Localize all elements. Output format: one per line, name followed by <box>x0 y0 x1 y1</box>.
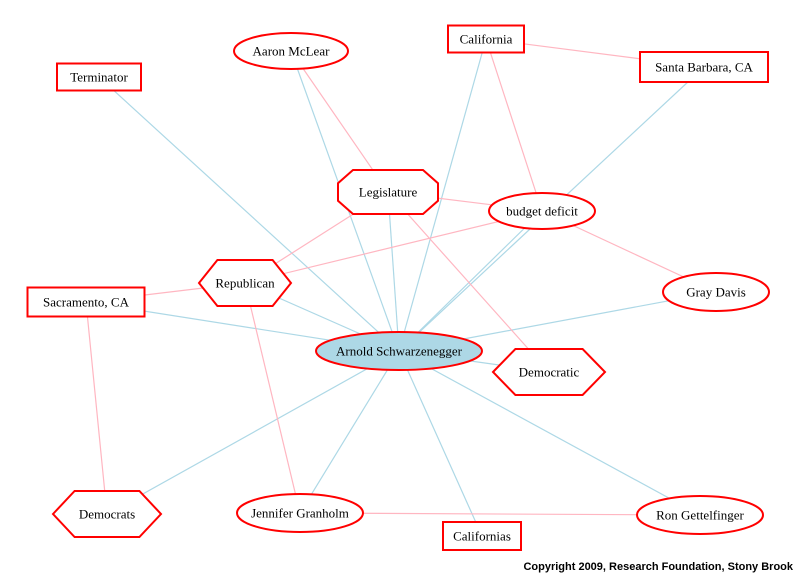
node-legislature[interactable]: Legislature <box>337 169 439 215</box>
box-shape <box>26 286 146 318</box>
ellipse-shape <box>488 192 596 230</box>
node-label: Gray Davis <box>686 285 746 300</box>
node-democratic[interactable]: Democratic <box>491 348 607 396</box>
node-aaron[interactable]: Aaron McLear <box>233 32 349 70</box>
edge-arnold-granholm <box>299 350 400 514</box>
node-label: Arnold Schwarzenegger <box>336 344 463 359</box>
box-shape <box>442 521 522 551</box>
node-label: Aaron McLear <box>253 44 331 59</box>
edge-arnold-legislature <box>387 191 400 352</box>
node-gettelfinger[interactable]: Ron Gettelfinger <box>636 495 764 535</box>
edge-arnold-democrats <box>106 350 400 515</box>
edge-budget-republican <box>244 210 543 284</box>
ellipse-shape <box>315 331 483 371</box>
node-democrats[interactable]: Democrats <box>51 490 163 538</box>
edge-arnold-budget <box>398 210 543 352</box>
box-shape <box>56 62 142 92</box>
hexagon-shape <box>51 490 163 538</box>
edge-arnold-gettelfinger <box>398 350 701 516</box>
edge-california-budget <box>485 38 543 212</box>
node-republican[interactable]: Republican <box>197 259 293 307</box>
node-california[interactable]: California <box>447 24 525 54</box>
hexagon-shape <box>197 259 293 307</box>
node-sacramento[interactable]: Sacramento, CA <box>26 286 146 318</box>
edge-arnold-terminator <box>98 76 400 352</box>
edge-granholm-gettelfinger <box>299 512 701 516</box>
node-label: Sacramento, CA <box>43 295 130 310</box>
hexagon-shape <box>491 348 607 396</box>
edge-legislature-democratic <box>387 191 550 373</box>
edge-sacramento-democrats <box>85 301 108 515</box>
node-terminator[interactable]: Terminator <box>56 62 142 92</box>
node-label: California <box>460 32 513 47</box>
edge-republican-granholm <box>244 282 301 514</box>
edge-arnold-californias <box>398 350 483 537</box>
node-label: Californias <box>453 529 511 544</box>
node-label: Republican <box>215 276 275 291</box>
node-label: Jennifer Granholm <box>251 506 349 521</box>
box-shape <box>639 51 769 83</box>
node-budget[interactable]: budget deficit <box>488 192 596 230</box>
node-label: Legislature <box>359 185 418 200</box>
copyright-text: Copyright 2009, Research Foundation, Sto… <box>523 561 793 573</box>
node-label: Terminator <box>70 70 128 85</box>
node-californias[interactable]: Californias <box>442 521 522 551</box>
node-label: Ron Gettelfinger <box>656 508 744 523</box>
node-label: Democratic <box>519 365 580 380</box>
ellipse-shape <box>236 493 364 533</box>
edge-arnold-california <box>398 38 487 352</box>
node-granholm[interactable]: Jennifer Granholm <box>236 493 364 533</box>
node-label: budget deficit <box>506 204 578 219</box>
node-label: Santa Barbara, CA <box>655 60 753 75</box>
ellipse-shape <box>233 32 349 70</box>
node-arnold[interactable]: Arnold Schwarzenegger <box>315 331 483 371</box>
octagon-shape <box>337 169 439 215</box>
node-santabarbara[interactable]: Santa Barbara, CA <box>639 51 769 83</box>
edge-aaron-legislature <box>290 50 389 193</box>
ellipse-shape <box>636 495 764 535</box>
box-shape <box>447 24 525 54</box>
node-graydavis[interactable]: Gray Davis <box>662 272 770 312</box>
node-label: Democrats <box>79 507 135 522</box>
ellipse-shape <box>662 272 770 312</box>
